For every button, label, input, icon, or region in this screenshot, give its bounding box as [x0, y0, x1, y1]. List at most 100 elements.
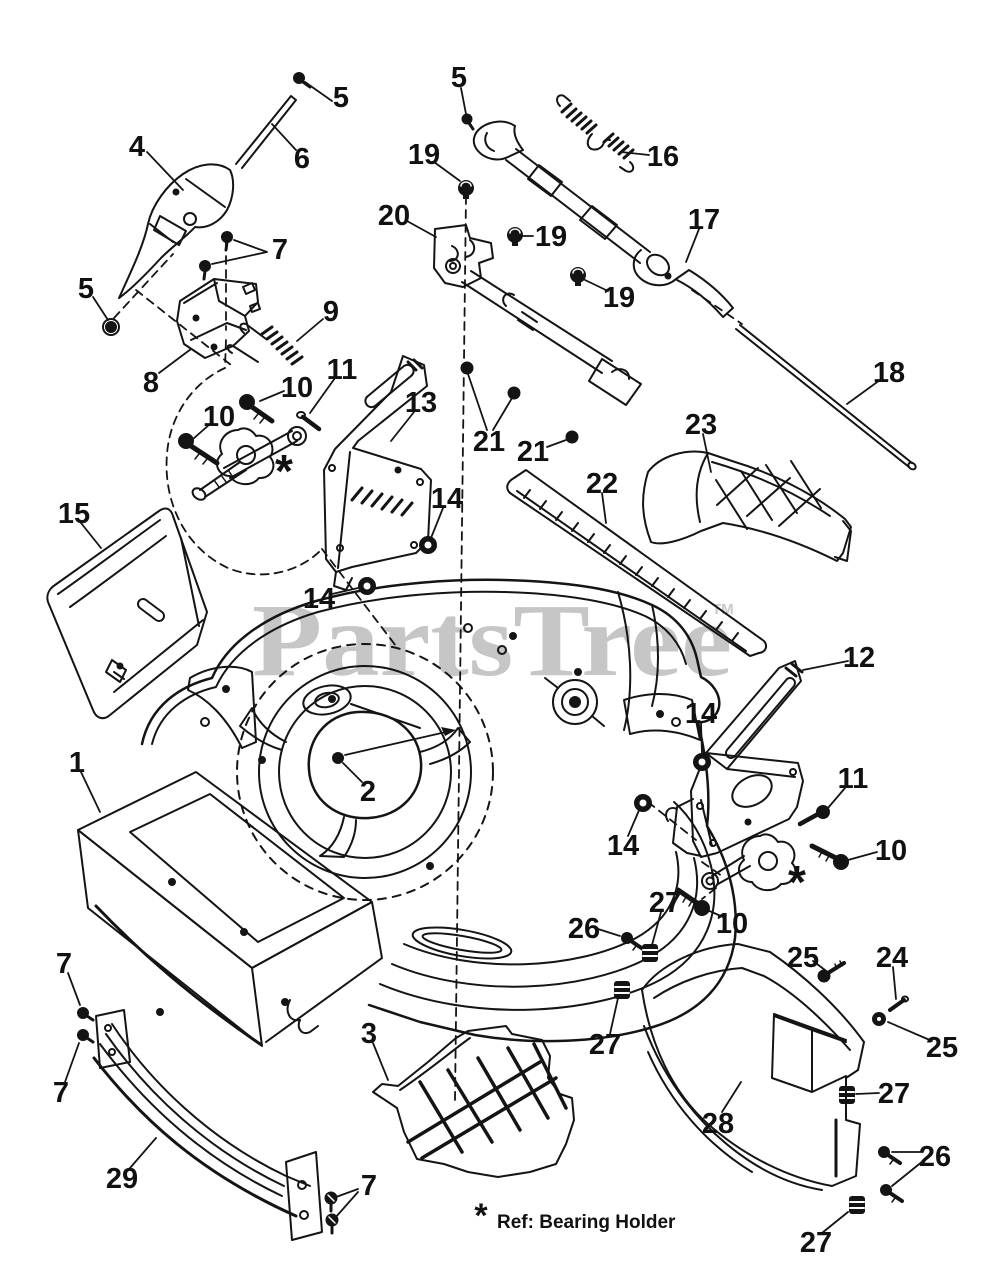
pin-11-right — [797, 805, 830, 827]
callout-7d: 7 — [361, 1170, 377, 1202]
callout-26a: 26 — [568, 913, 600, 945]
screw-26-a — [621, 932, 645, 951]
callout-21a: 21 — [473, 426, 505, 458]
callout-10d: 10 — [716, 908, 748, 940]
footnote-text: Ref: Bearing Holder — [497, 1212, 676, 1233]
callout-29: 29 — [106, 1163, 138, 1195]
screw-5-b — [102, 318, 120, 336]
watermark: PartsTree TM — [252, 583, 734, 698]
bearing-holder-left — [191, 426, 307, 501]
screw-7-e — [324, 1191, 338, 1213]
screw-26-c — [880, 1184, 904, 1203]
part-28-housing — [641, 943, 865, 1191]
screw-7-b — [199, 260, 211, 281]
ref-marker-left: * — [275, 445, 293, 497]
callout-27a: 27 — [649, 887, 681, 919]
callout-labels: 4 5 6 5 16 19 20 19 17 19 5 7 8 9 10 11 … — [53, 62, 958, 1259]
part-4-cover — [118, 163, 235, 299]
callout-18: 18 — [873, 357, 905, 389]
bolt-25-a — [817, 960, 846, 983]
nut-14-d — [634, 794, 652, 812]
callout-26b: 26 — [919, 1141, 951, 1173]
callout-1: 1 — [69, 747, 85, 779]
part-29-bumper — [92, 1009, 323, 1241]
callout-10b: 10 — [203, 401, 235, 433]
part-8-bracket — [176, 278, 261, 359]
callout-15: 15 — [58, 498, 90, 530]
callout-4: 4 — [129, 131, 145, 163]
callout-23: 23 — [685, 409, 717, 441]
callout-22: 22 — [586, 468, 618, 500]
part-22-strip — [506, 469, 768, 657]
callout-25a: 25 — [787, 942, 819, 974]
part-16-spring — [556, 94, 635, 173]
part-17-handle-assembly — [472, 120, 734, 318]
callout-14b: 14 — [303, 583, 335, 615]
diagram-line-art — [46, 72, 933, 1241]
bolt-10-lower — [675, 887, 710, 916]
part-20-bracket-assembly — [433, 224, 642, 406]
callout-11b: 11 — [838, 763, 869, 795]
ref-marker-right: * — [788, 856, 806, 908]
bolt-10-left — [178, 433, 220, 466]
screw-26-b — [878, 1146, 902, 1165]
pin-24 — [888, 995, 909, 1012]
callout-19b: 19 — [535, 221, 567, 253]
callout-19c: 19 — [603, 282, 635, 314]
clip-27-b — [614, 981, 630, 999]
callout-27c: 27 — [878, 1078, 910, 1110]
callout-20: 20 — [378, 200, 410, 232]
part-2-bolt — [332, 727, 456, 764]
screw-5-c — [461, 113, 475, 131]
callout-5b: 5 — [451, 62, 467, 94]
nut-14-c — [693, 753, 711, 771]
plug-21-b — [507, 386, 521, 400]
callout-9: 9 — [323, 296, 339, 328]
callout-14a: 14 — [431, 483, 463, 515]
screw-5-a — [293, 72, 312, 89]
callout-10c: 10 — [875, 835, 907, 867]
callout-3: 3 — [361, 1018, 377, 1050]
clip-27-a — [642, 944, 658, 962]
plug-21-a — [460, 361, 474, 375]
callout-16: 16 — [647, 141, 679, 173]
screw-7-c — [77, 1007, 95, 1022]
callout-7c: 7 — [53, 1077, 69, 1109]
bolt-10-right — [809, 843, 849, 870]
bolt-19-a — [458, 180, 474, 199]
callout-24: 24 — [876, 942, 908, 974]
part-12-bracket — [665, 660, 804, 858]
nut-14-b — [419, 536, 437, 554]
callout-17: 17 — [688, 204, 720, 236]
watermark-tm: TM — [712, 601, 734, 618]
footnote: * Ref: Bearing Holder — [474, 1197, 676, 1235]
assembly-axis-lines — [113, 195, 743, 1101]
watermark-text: PartsTree — [252, 583, 732, 698]
bolt-10-upper — [239, 394, 275, 424]
callout-5c: 5 — [78, 273, 94, 305]
bolt-19-b — [507, 227, 523, 246]
plug-21-c — [565, 430, 579, 444]
nut-25-b — [872, 1012, 886, 1026]
part-23-chute-bracket — [642, 450, 852, 562]
nut-14-a — [358, 577, 376, 595]
callout-7a: 7 — [272, 234, 288, 266]
callout-13: 13 — [405, 387, 437, 419]
callout-27b: 27 — [589, 1029, 621, 1061]
callout-25b: 25 — [926, 1032, 958, 1064]
callout-5a: 5 — [333, 82, 349, 114]
part-6-rod — [235, 95, 297, 169]
callout-28: 28 — [702, 1108, 734, 1140]
callout-7b: 7 — [56, 948, 72, 980]
pin-11-left — [296, 411, 322, 432]
part-15-panel — [46, 507, 208, 720]
part-9-spring — [226, 322, 304, 366]
clip-27-d — [849, 1196, 865, 1214]
bolt-19-c — [570, 267, 586, 286]
leader-lines — [64, 81, 933, 1234]
callout-27d: 27 — [800, 1227, 832, 1259]
callout-21b: 21 — [517, 436, 549, 468]
callout-14d: 14 — [607, 830, 639, 862]
bearing-holder-right — [701, 833, 797, 892]
